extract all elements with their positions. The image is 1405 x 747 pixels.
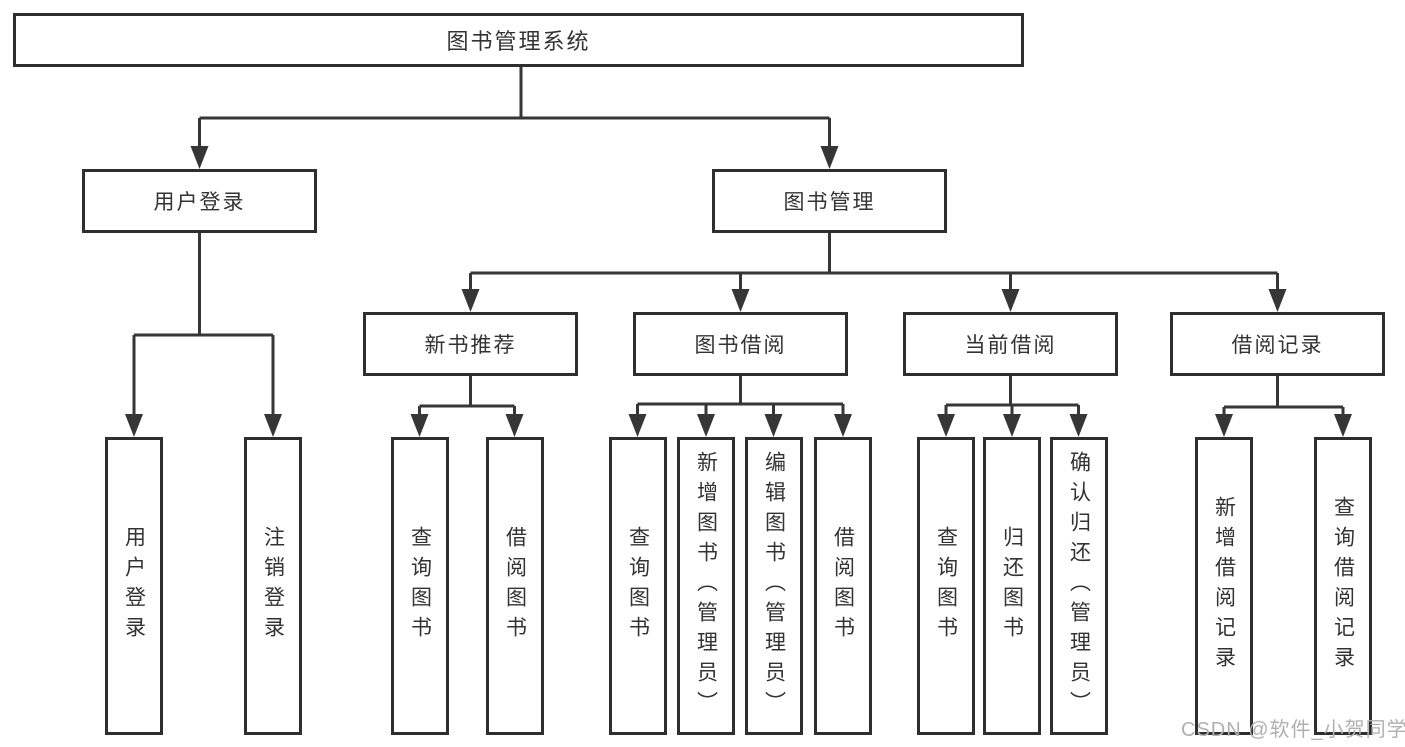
node-current-borrow: 当前借阅 <box>903 312 1118 376</box>
leaf-label: 确认归还（管理员） <box>1067 451 1091 721</box>
leaf-label: 编辑图书（管理员） <box>762 451 786 721</box>
leaf-label: 归还图书 <box>1000 526 1024 646</box>
leaf-query-borrow-record: 查询借阅记录 <box>1314 437 1372 735</box>
leaf-label: 新增图书（管理员） <box>694 451 718 721</box>
leaf-label: 新增借阅记录 <box>1212 496 1236 676</box>
leaf-label: 查询图书 <box>934 526 958 646</box>
leaf-user-login: 用户登录 <box>105 437 163 735</box>
node-book-management: 图书管理 <box>712 169 947 233</box>
leaf-label: 借阅图书 <box>503 526 527 646</box>
node-new-book-recommend: 新书推荐 <box>363 312 578 376</box>
leaf-label: 查询借阅记录 <box>1331 496 1355 676</box>
leaf-confirm-return-admin: 确认归还（管理员） <box>1050 437 1108 735</box>
leaf-query-books-current: 查询图书 <box>917 437 975 735</box>
leaf-label: 注销登录 <box>261 526 285 646</box>
leaf-return-books: 归还图书 <box>983 437 1041 735</box>
leaf-logout-login: 注销登录 <box>244 437 302 735</box>
node-user-login: 用户登录 <box>82 169 317 233</box>
leaf-edit-books-admin: 编辑图书（管理员） <box>745 437 803 735</box>
leaf-label: 用户登录 <box>122 526 146 646</box>
leaf-borrow-books-newbook: 借阅图书 <box>486 437 544 735</box>
leaf-label: 借阅图书 <box>831 526 855 646</box>
leaf-add-borrow-record: 新增借阅记录 <box>1195 437 1253 735</box>
leaf-add-books-admin: 新增图书（管理员） <box>677 437 735 735</box>
leaf-label: 查询图书 <box>408 526 432 646</box>
node-borrow-records: 借阅记录 <box>1170 312 1385 376</box>
leaf-borrow-books-borrow: 借阅图书 <box>814 437 872 735</box>
leaf-label: 查询图书 <box>626 526 650 646</box>
node-root-library-system: 图书管理系统 <box>13 13 1024 67</box>
leaf-query-books-newbook: 查询图书 <box>391 437 449 735</box>
leaf-query-books-borrow: 查询图书 <box>609 437 667 735</box>
node-book-borrow: 图书借阅 <box>633 312 848 376</box>
csdn-watermark: CSDN @软件_小贺同学 <box>1181 719 1405 741</box>
